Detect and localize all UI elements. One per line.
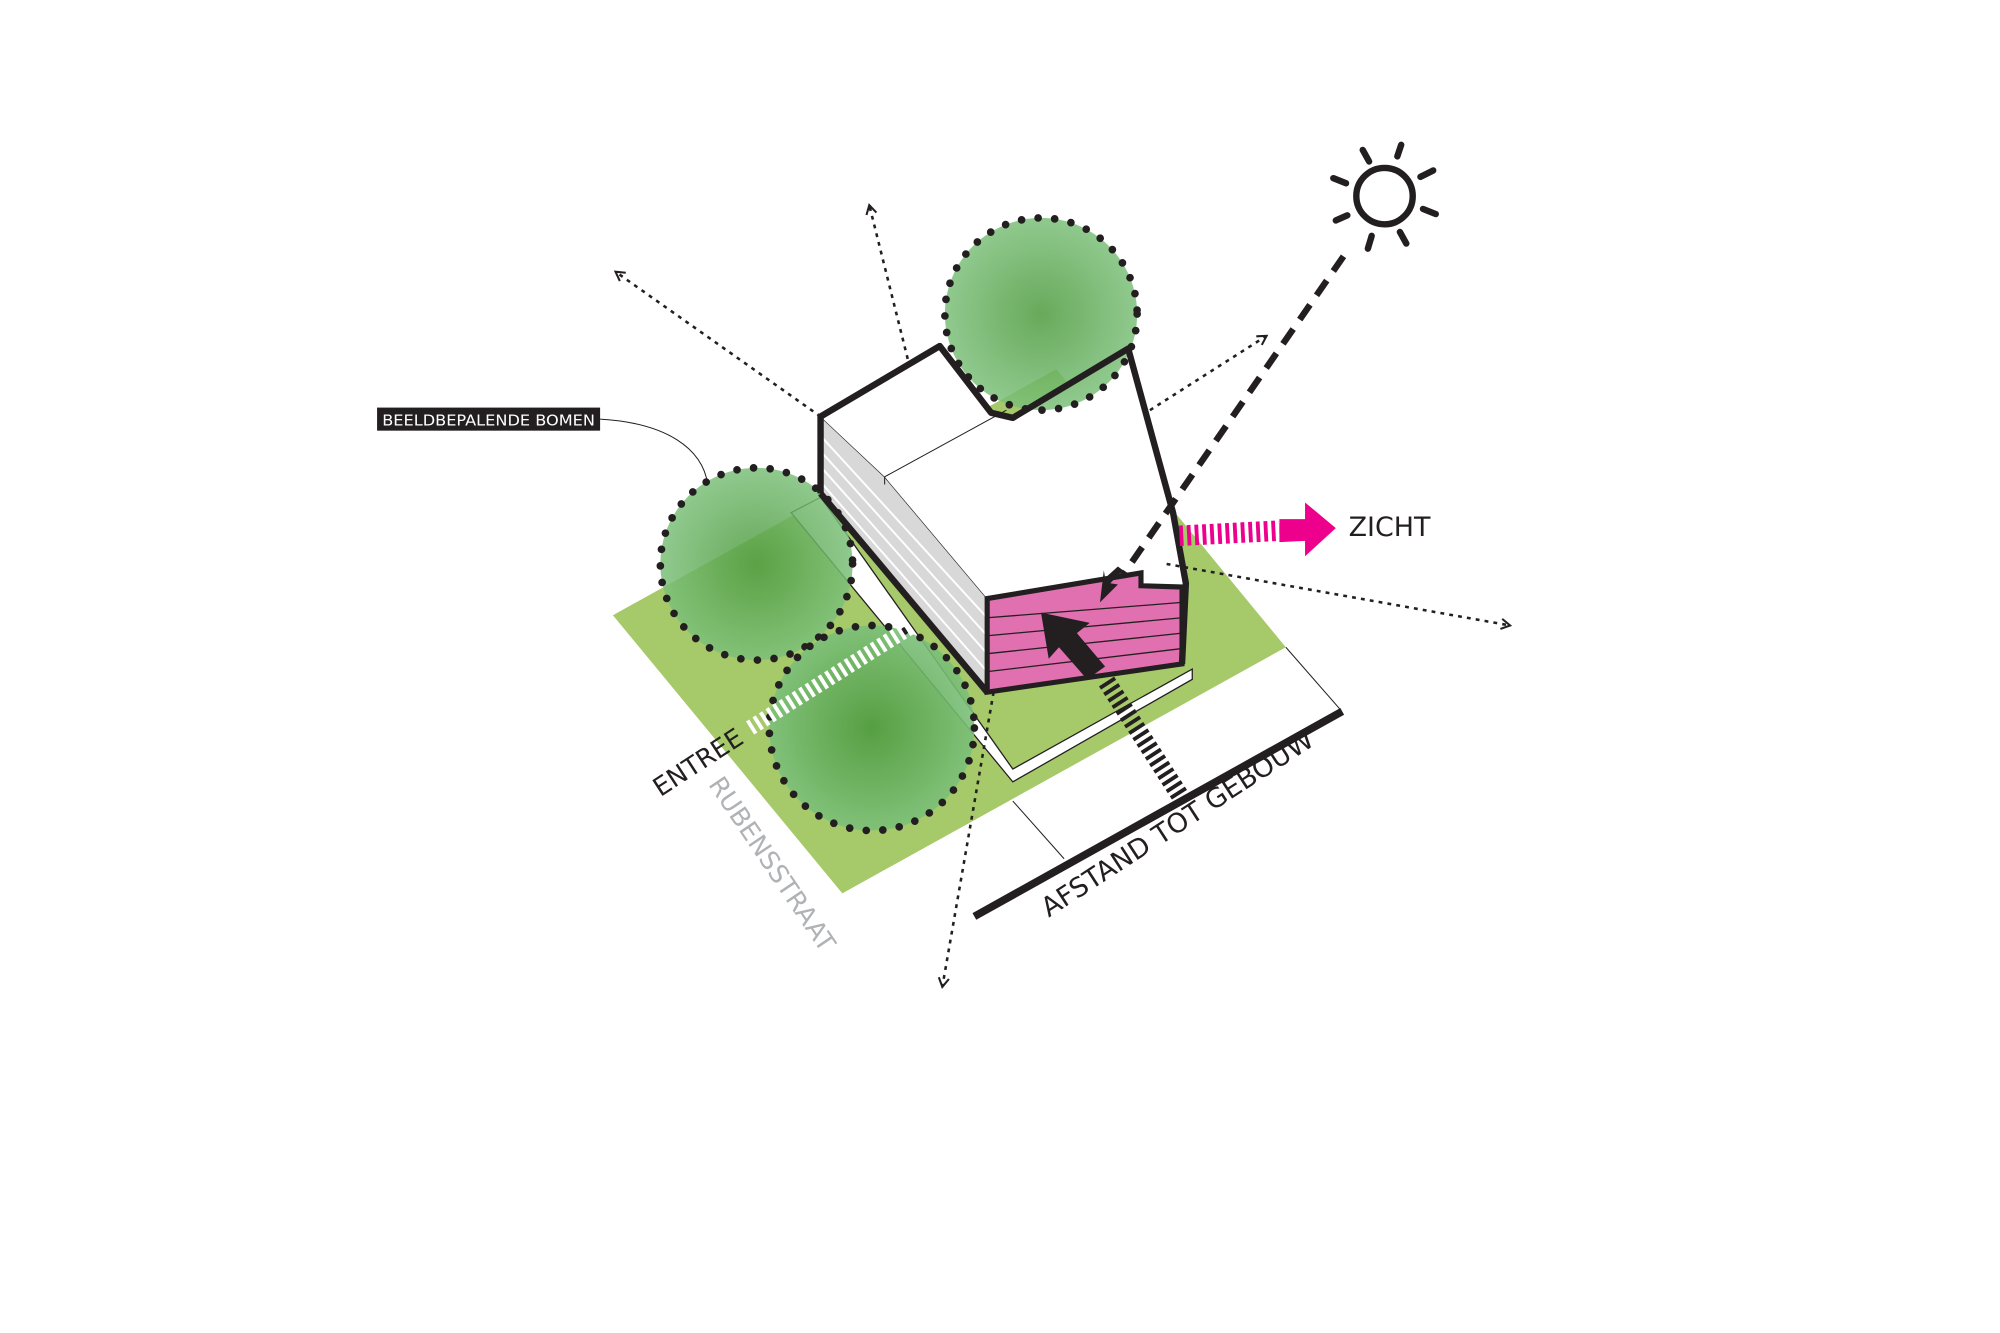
tree-north <box>941 214 1141 414</box>
trees-label-leader <box>600 418 709 485</box>
tree-west <box>656 463 857 664</box>
approach-arrow-icon <box>1041 612 1106 680</box>
sun-ray-line <box>1119 254 1347 579</box>
entrance-path <box>745 618 917 735</box>
view-label: ZICHT <box>1349 512 1431 543</box>
building-outline <box>817 342 1190 665</box>
building-roof <box>820 346 1186 599</box>
street-strip <box>1012 646 1341 860</box>
sun-icon <box>1330 141 1439 252</box>
distance-line <box>972 708 1345 920</box>
sightlines <box>613 203 1513 989</box>
trees-label-box <box>377 407 601 431</box>
trees-label: BEELDBEPALENDE BOMEN <box>382 413 595 430</box>
view-arrow-icon <box>1178 502 1336 557</box>
sun-entry-arrow-icon <box>1099 566 1124 603</box>
